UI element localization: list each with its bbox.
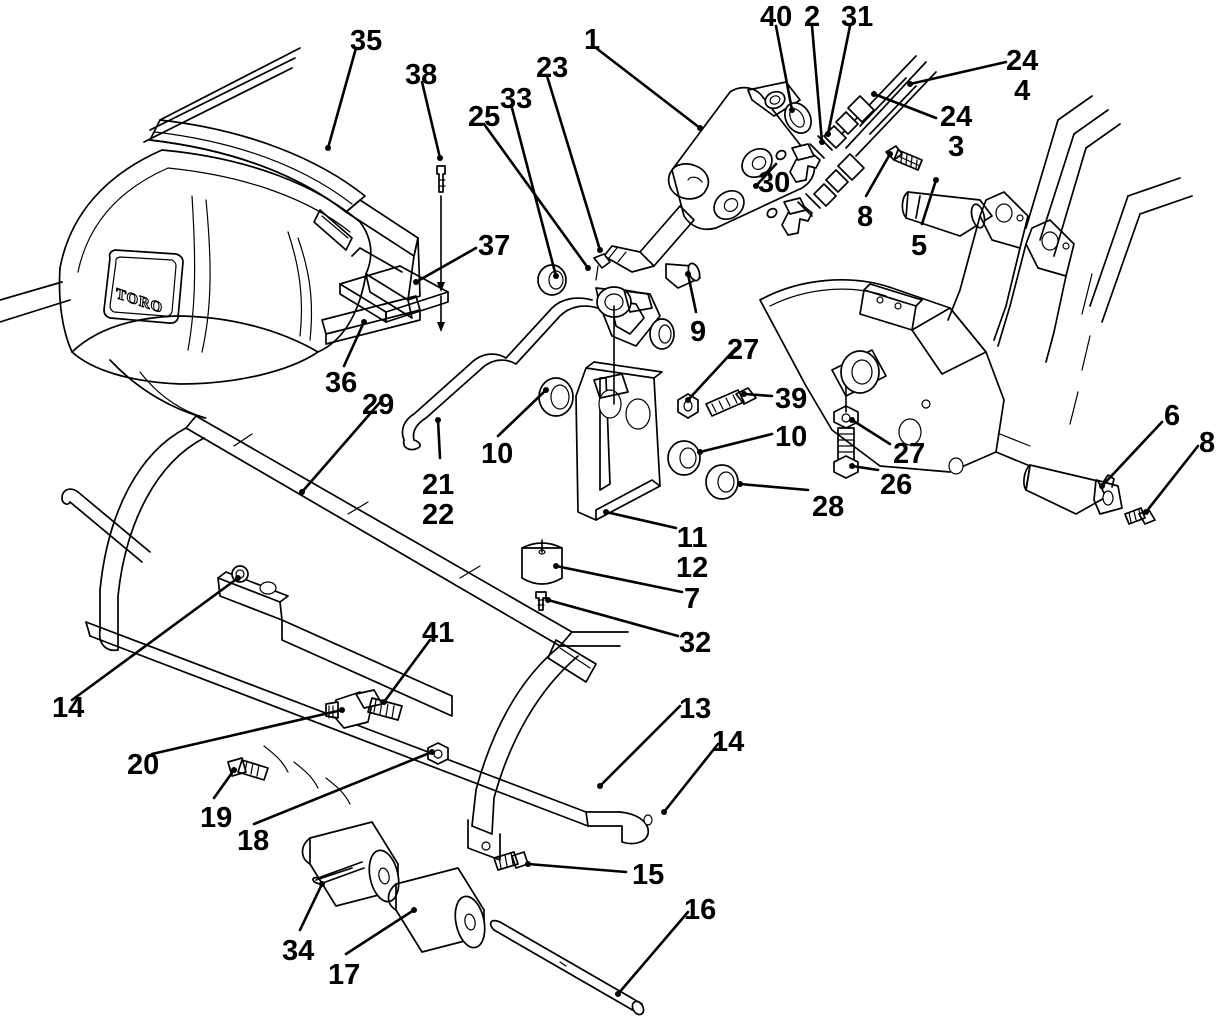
callout-30: 30 bbox=[758, 167, 791, 199]
callout-25: 25 bbox=[468, 101, 501, 133]
callout-2: 2 bbox=[804, 1, 821, 33]
callout-31: 31 bbox=[841, 1, 874, 33]
callout-32: 32 bbox=[679, 627, 712, 659]
callout-7: 7 bbox=[684, 583, 701, 615]
callout-8-upper: 8 bbox=[857, 201, 874, 233]
callout-40: 40 bbox=[760, 1, 793, 33]
hydraulic-cylinder-group bbox=[603, 55, 937, 273]
callout-35: 35 bbox=[350, 25, 383, 57]
callout-38: 38 bbox=[405, 59, 438, 91]
callout-10-right: 10 bbox=[775, 421, 808, 453]
callout-26: 26 bbox=[880, 469, 913, 501]
callout-16: 16 bbox=[684, 894, 717, 926]
callout-36: 36 bbox=[325, 367, 358, 399]
callout-14-right: 14 bbox=[712, 726, 745, 758]
callout-39: 39 bbox=[775, 383, 808, 415]
callout-11-12: 11 12 bbox=[676, 522, 709, 585]
callout-23: 23 bbox=[536, 52, 569, 84]
callout-6: 6 bbox=[1164, 400, 1181, 432]
leader-lines bbox=[70, 24, 1200, 997]
callout-5: 5 bbox=[911, 230, 928, 262]
right-mount-bracket-group bbox=[759, 95, 1193, 491]
callout-14-left: 14 bbox=[52, 692, 85, 724]
callout-27-lower: 27 bbox=[893, 438, 926, 470]
callout-34: 34 bbox=[282, 935, 315, 967]
callout-20: 20 bbox=[127, 749, 160, 781]
callout-33: 33 bbox=[500, 83, 533, 115]
roller-frame-group bbox=[61, 415, 653, 871]
callout-8-lower: 8 bbox=[1199, 427, 1216, 459]
callout-27-upper: 27 bbox=[727, 334, 760, 366]
callout-18: 18 bbox=[237, 825, 270, 857]
pins-group bbox=[665, 145, 1156, 525]
callout-24-3: 24 3 bbox=[940, 101, 973, 164]
callout-24-4: 24 4 bbox=[1006, 45, 1039, 108]
callout-1: 1 bbox=[584, 24, 601, 56]
engine-hood-shroud-group: TORO bbox=[0, 47, 449, 419]
callout-13: 13 bbox=[679, 693, 712, 725]
callout-19: 19 bbox=[200, 802, 233, 834]
rollers-group bbox=[301, 821, 645, 1016]
callout-10-left: 10 bbox=[481, 438, 514, 470]
callout-17: 17 bbox=[328, 959, 361, 991]
callout-41: 41 bbox=[422, 617, 455, 649]
callout-37: 37 bbox=[478, 230, 511, 262]
callout-28: 28 bbox=[812, 491, 845, 523]
callout-9: 9 bbox=[690, 316, 707, 348]
callout-21-22: 21 22 bbox=[422, 469, 455, 532]
center-linkage-group bbox=[401, 253, 859, 611]
callout-29: 29 bbox=[362, 389, 395, 421]
callout-15: 15 bbox=[632, 859, 665, 891]
